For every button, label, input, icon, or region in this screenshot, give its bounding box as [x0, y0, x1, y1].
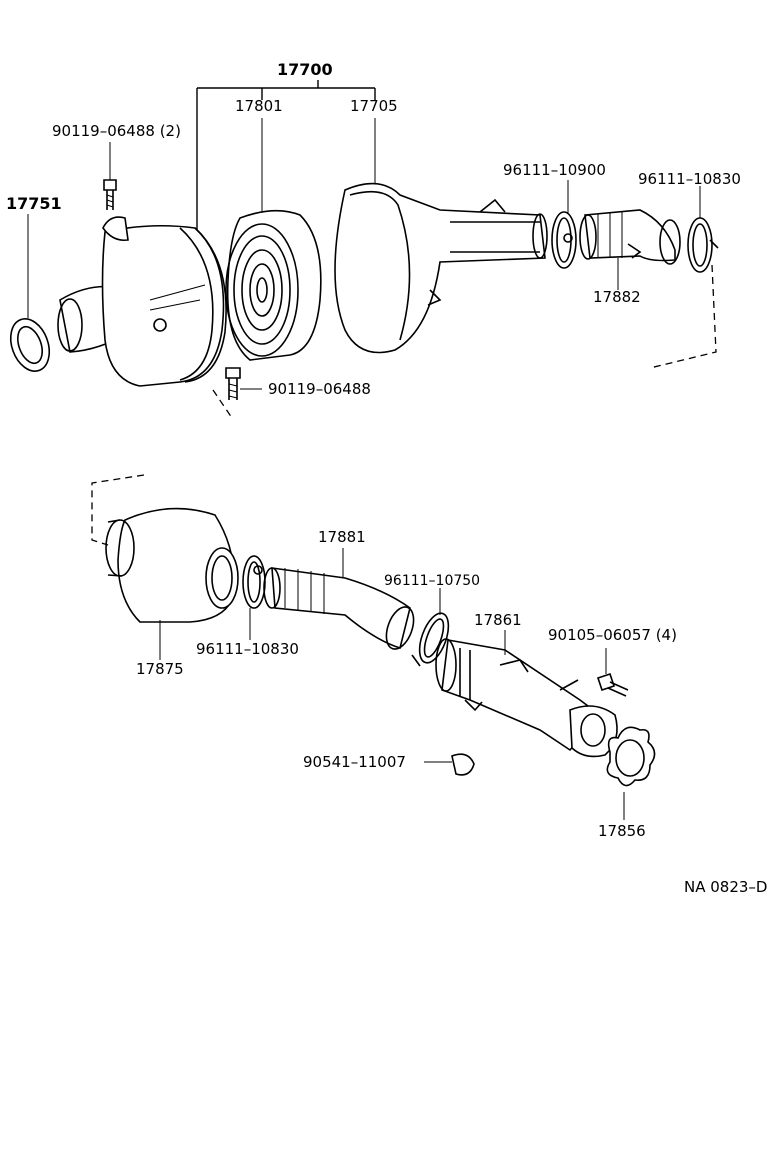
gasket-17856 — [606, 726, 656, 820]
label-pipe-17861: 17861 — [474, 611, 522, 629]
label-element-17801: 17801 — [235, 97, 283, 115]
bolt-90119-06488-bottom — [212, 367, 241, 419]
hose-17881 — [263, 548, 415, 650]
label-clamp-96111-10750: 96111–10750 — [384, 573, 481, 589]
label-clamp-96111-10830-lower: 96111–10830 — [196, 640, 299, 658]
intake-pipe-17861 — [435, 630, 618, 758]
label-clamp-96111-10830-upper: 96111–10830 — [638, 170, 741, 188]
label-clamp-96111-10900: 96111–10900 — [503, 161, 606, 179]
air-cleaner-case — [57, 216, 227, 387]
label-resonator-17875: 17875 — [136, 660, 184, 678]
label-hose-17751: 17751 — [6, 194, 62, 213]
hose-17751 — [9, 318, 51, 372]
label-bolt-90119-06488-2: 90119–06488 (2) — [52, 122, 181, 140]
label-hose-17882: 17882 — [593, 288, 641, 306]
dashed-connector-top — [649, 264, 717, 369]
assembly-bracket-17700 — [196, 80, 376, 240]
dashed-connector-bottom — [91, 474, 145, 546]
label-bolt-90105-06057-4: 90105–06057 (4) — [548, 626, 677, 644]
figure-code: NA 0823–D — [684, 878, 768, 896]
clamp-96111-10830-lower — [242, 555, 266, 640]
label-gasket-17856: 17856 — [598, 822, 646, 840]
bolt-90119-06488-top — [103, 179, 117, 210]
clamp-96111-10900 — [551, 211, 577, 269]
bolt-90105-06057 — [596, 648, 629, 697]
air-filter-element-17801 — [225, 209, 322, 361]
label-cap-17705: 17705 — [350, 97, 398, 115]
clamp-96111-10750 — [411, 588, 450, 667]
label-hose-17881: 17881 — [318, 528, 366, 546]
label-bolt-90119-06488: 90119–06488 — [268, 380, 371, 398]
label-assembly-17700: 17700 — [277, 60, 333, 79]
air-cleaner-cap-17705 — [334, 182, 548, 354]
leader-lines-top — [27, 118, 701, 390]
clamp-96111-10830-upper — [687, 217, 719, 273]
label-clip-90541-11007: 90541–11007 — [303, 753, 406, 771]
clip-90541-11007 — [424, 753, 475, 776]
resonator-17875 — [105, 507, 239, 660]
hose-17882 — [579, 209, 681, 265]
